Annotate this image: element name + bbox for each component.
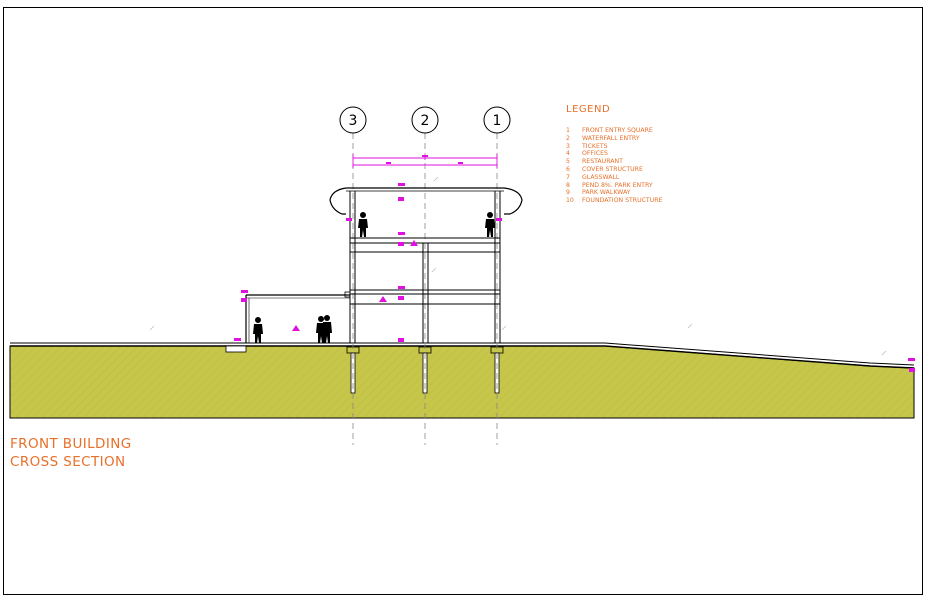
drawing-title-line2: CROSS SECTION xyxy=(10,454,126,470)
drawing-title: FRONT BUILDING CROSS SECTION xyxy=(10,435,132,471)
grid-markers: 3 2 1 xyxy=(339,106,511,134)
grid-marker-1: 1 xyxy=(493,113,502,129)
legend-title: LEGEND xyxy=(566,104,611,115)
grid-marker-3: 3 xyxy=(349,113,358,129)
ground-section xyxy=(9,342,915,419)
main-building xyxy=(329,187,523,343)
dimension-ticks xyxy=(386,155,463,164)
drawing-frame xyxy=(3,7,923,595)
level-markers xyxy=(234,183,915,372)
drawing-title-line1: FRONT BUILDING xyxy=(10,436,132,452)
grid-axis-lines xyxy=(352,133,498,445)
dimension-lines xyxy=(352,154,498,168)
faint-notes xyxy=(149,176,887,356)
human-figures xyxy=(253,212,495,343)
low-building xyxy=(245,291,351,343)
grid-marker-2: 2 xyxy=(421,113,430,129)
